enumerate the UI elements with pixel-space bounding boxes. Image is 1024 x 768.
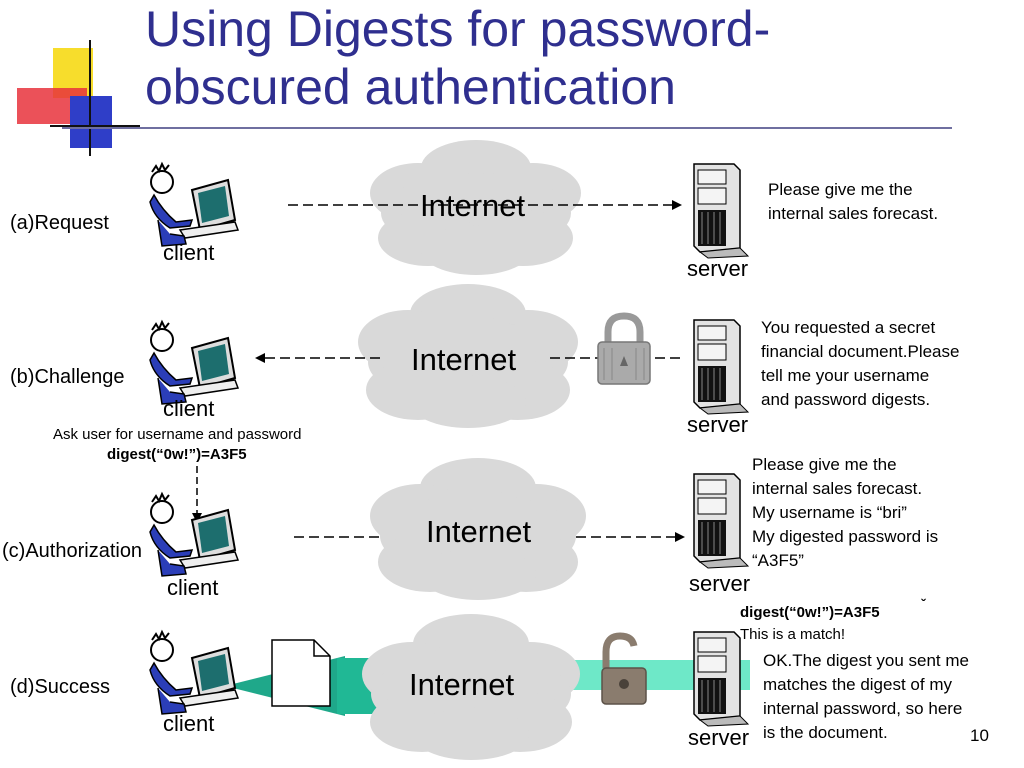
internet-label: Internet [411,342,517,377]
locked-padlock-icon [594,312,654,387]
title-line-2: obscured authentication [145,59,676,115]
client-prompt-note: Ask user for username and password [53,426,302,443]
caret-mark: ˇ [921,596,926,612]
server-icon [682,470,752,570]
slide-logo [15,38,145,158]
internet-cloud [360,612,582,762]
title-rule [62,127,952,129]
document-icon [270,638,332,708]
title-line-1: Using Digests for password- [145,1,771,57]
client-icon [140,318,240,408]
server-message-challenge: You requested a secret financial documen… [761,316,959,412]
server-caption: server [687,412,749,437]
dashed-arrow-to-server [294,530,686,544]
message-line: My username is “bri” [752,503,907,522]
server-match-note: This is a match! [740,626,846,643]
server-icon [682,316,752,416]
server-message-request: Please give me the internal sales foreca… [768,178,938,226]
internet-label: Internet [426,514,532,549]
client-caption: client [167,575,219,600]
internet-label: Internet [409,667,515,702]
server-digest-note: digest(“0w!”)=A3F5 [740,604,880,621]
server-icon [682,628,752,728]
step-label-authorization: (c)Authorization [2,540,143,562]
server-message-authorization: Please give me the internal sales foreca… [752,453,938,573]
message-line: internal password, so here [763,699,963,718]
client-caption: client [163,396,215,421]
unlocked-padlock-icon [596,632,656,707]
server-icon [682,160,752,260]
client-icon [140,160,240,250]
step-label-challenge: (b)Challenge [10,366,125,388]
message-line: Please give me the [752,455,897,474]
client-digest-note: digest(“0w!”)=A3F5 [107,446,247,463]
internet-label: Internet [420,188,526,223]
message-line: My digested password is [752,527,939,546]
server-caption: server [688,725,750,750]
internet-cloud [368,138,583,278]
message-line: financial document.Please [761,342,960,361]
message-line: Please give me the [768,180,913,199]
dashed-arrow-to-server [288,198,683,212]
message-line: and password digests. [761,390,931,409]
client-caption: client [163,240,215,265]
client-icon [140,628,240,718]
message-line: internal sales forecast. [768,204,939,223]
internet-cloud [356,282,581,432]
step-label-request: (a)Request [10,212,109,234]
server-message-success: OK.The digest you sent me matches the di… [763,649,969,745]
message-line: is the document. [763,723,888,742]
server-caption: server [687,256,749,281]
message-line: tell me your username [761,366,930,385]
message-line: OK.The digest you sent me [763,651,969,670]
message-line: You requested a secret [761,318,936,337]
page-number: 10 [970,726,989,745]
message-line: matches the digest of my [763,675,952,694]
client-caption: client [163,711,215,736]
server-caption: server [689,571,751,596]
step-label-success: (d)Success [10,676,111,698]
internet-cloud [368,456,588,604]
slide-title: Using Digests for password- obscured aut… [145,0,1015,116]
message-line: “A3F5” [752,551,804,570]
client-icon [140,490,240,580]
message-line: internal sales forecast. [752,479,923,498]
